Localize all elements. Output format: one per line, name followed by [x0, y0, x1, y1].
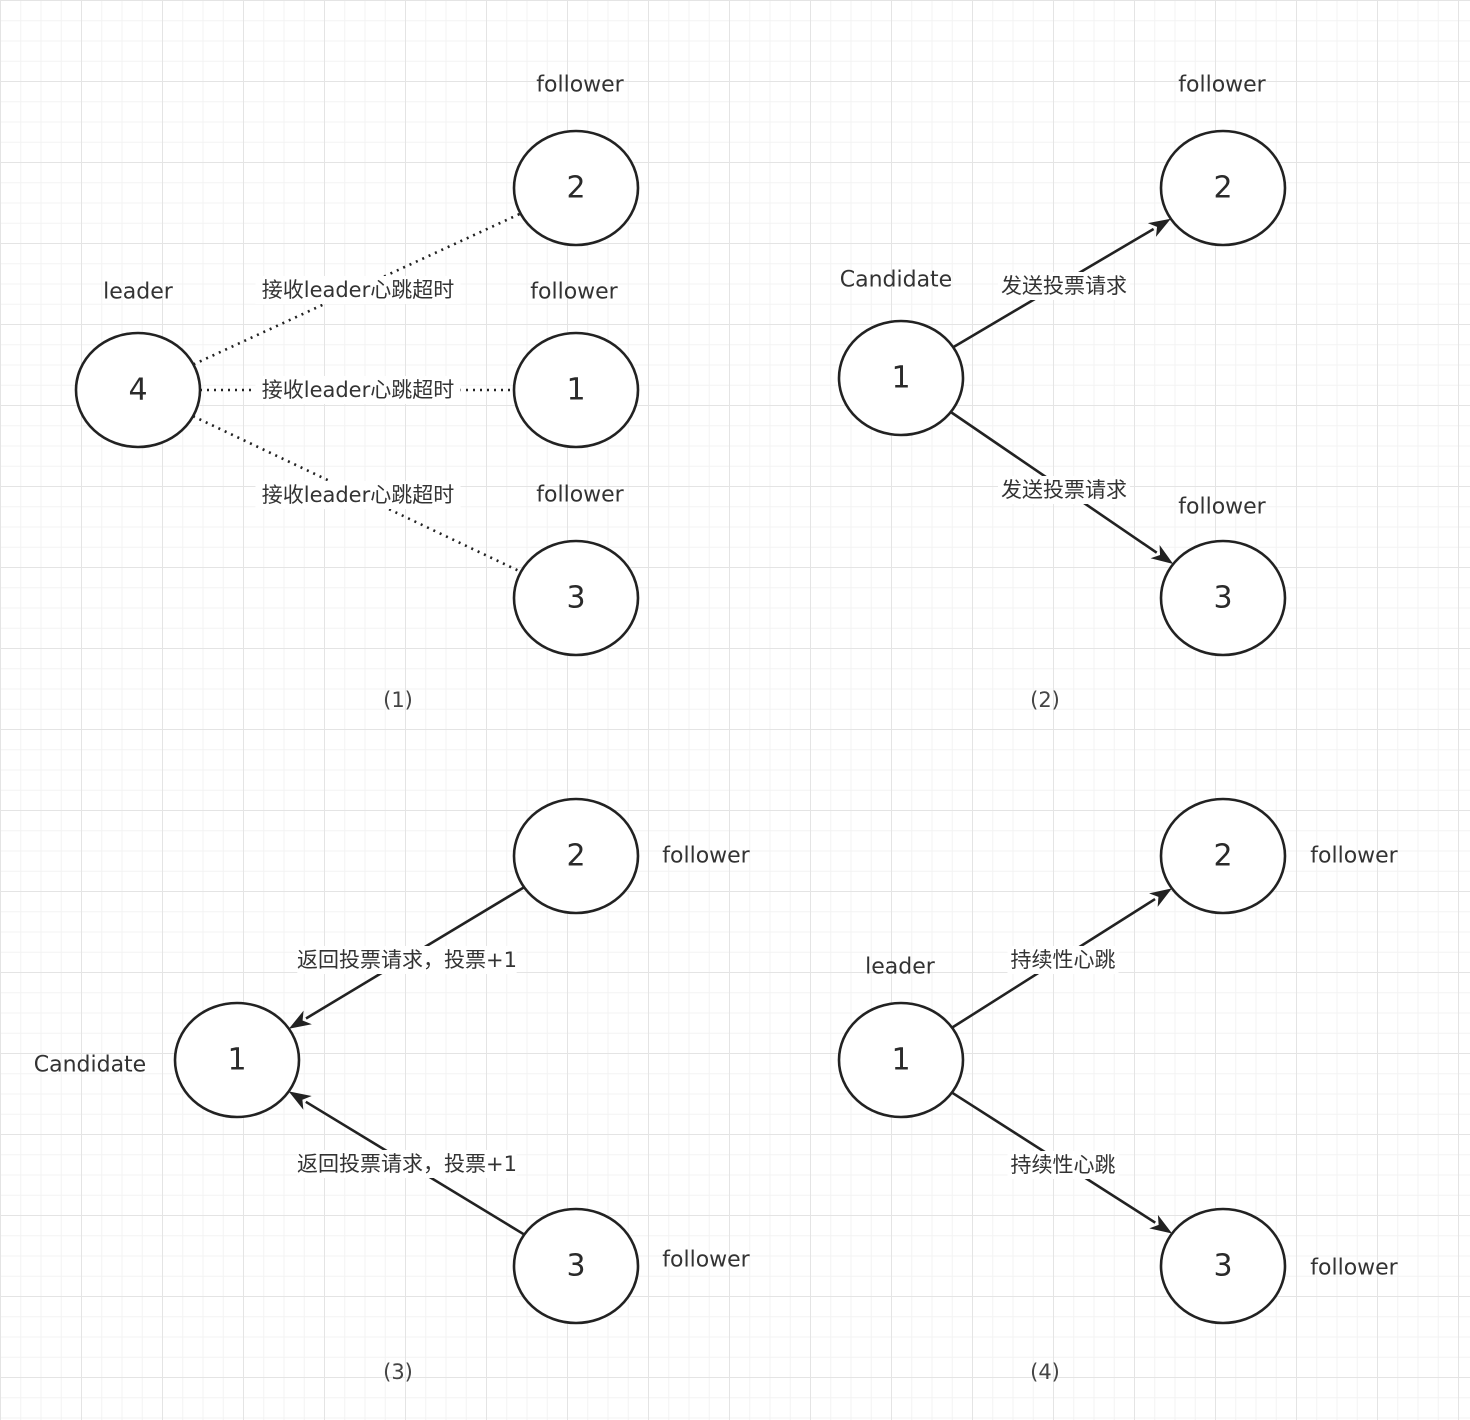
node-circle: [1159, 797, 1287, 915]
panel-3: 返回投票请求，投票+1 返回投票请求，投票+1 1 Candidate 2 followe…: [34, 797, 751, 1384]
node-3: 3 follower: [1159, 1207, 1399, 1325]
node-role-label: follower: [662, 1248, 750, 1273]
node-circle: [512, 539, 640, 657]
node-role-label: Candidate: [34, 1053, 146, 1078]
node-2: 2 follower: [512, 797, 751, 915]
node-circle: [1159, 539, 1287, 657]
node-number: 4: [128, 373, 147, 408]
panel-caption: (2): [1030, 688, 1060, 712]
node-3: 3 follower: [512, 483, 640, 657]
node-number: 1: [891, 361, 910, 396]
edge-label-background: [255, 376, 461, 404]
node-1: 1 Candidate: [837, 268, 965, 437]
node-circle: [1159, 1207, 1287, 1325]
node-circle: [512, 797, 640, 915]
arrowhead-icon: [1149, 1214, 1173, 1234]
arrowhead-icon: [1150, 544, 1174, 565]
arrowhead-icon: [288, 1091, 312, 1110]
node-3: 3 follower: [512, 1207, 751, 1325]
node-role-label: follower: [662, 844, 750, 869]
node-role-label: follower: [530, 280, 618, 305]
node-role-label: leader: [865, 955, 936, 980]
edge-2-to-1: 返回投票请求，投票+1: [288, 886, 525, 1029]
edge-1-to-2: 发送投票请求: [952, 218, 1171, 349]
edge-3-to-1: 返回投票请求，投票+1: [288, 1091, 525, 1236]
node-circle: [74, 331, 202, 449]
node-4: 4 leader: [74, 280, 202, 449]
node-number: 2: [1213, 839, 1232, 874]
node-1: 1 leader: [837, 955, 965, 1119]
edge-label-background: [297, 1150, 517, 1178]
node-1: 1 follower: [512, 280, 640, 449]
node-number: 3: [1213, 581, 1232, 616]
edge-label: 返回投票请求，投票+1: [297, 948, 517, 972]
node-3: 3 follower: [1159, 495, 1287, 657]
edge-label-background: [1007, 946, 1119, 974]
node-number: 1: [891, 1043, 910, 1078]
edge-label: 接收leader心跳超时: [262, 483, 455, 507]
node-circle: [512, 1207, 640, 1325]
dotted-connector: [192, 414, 522, 574]
node-role-label: follower: [1310, 844, 1398, 869]
node-role-label: follower: [1310, 1256, 1398, 1281]
node-number: 2: [1213, 171, 1232, 206]
node-circle: [837, 1001, 965, 1119]
node-role-label: follower: [1178, 495, 1266, 520]
edge-label-background: [297, 946, 517, 974]
node-circle: [837, 319, 965, 437]
edge-1-to-2: 持续性心跳: [951, 888, 1172, 1029]
edge-label-background: [255, 276, 461, 304]
edge-1-to-3: 持续性心跳: [951, 1091, 1173, 1234]
node-number: 1: [227, 1043, 246, 1078]
node-number: 1: [566, 373, 585, 408]
edge-label: 接收leader心跳超时: [262, 278, 455, 302]
edge-1-to-3: 发送投票请求: [950, 410, 1174, 565]
node-circle: [512, 129, 640, 247]
node-2: 2 follower: [512, 73, 640, 247]
node-circle: [512, 331, 640, 449]
edge-label-background: [998, 272, 1130, 300]
edge-4-to-1: 接收leader心跳超时: [200, 376, 514, 404]
arrowhead-icon: [1147, 218, 1171, 237]
node-circle: [1159, 129, 1287, 247]
panel-caption: (4): [1030, 1360, 1060, 1384]
edge-label-background: [1007, 1151, 1119, 1179]
node-role-label: Candidate: [840, 268, 952, 293]
edge-label: 发送投票请求: [1001, 478, 1127, 502]
node-2: 2 follower: [1159, 73, 1287, 247]
edge-label: 返回投票请求，投票+1: [297, 1152, 517, 1176]
edge-label: 发送投票请求: [1001, 274, 1127, 298]
edge-label: 持续性心跳: [1011, 1153, 1116, 1177]
node-role-label: follower: [536, 73, 624, 98]
edge-4-to-3: 接收leader心跳超时: [192, 414, 522, 574]
node-2: 2 follower: [1159, 797, 1399, 915]
node-number: 3: [1213, 1249, 1232, 1284]
arrowhead-icon: [288, 1010, 312, 1029]
edge-label: 持续性心跳: [1011, 948, 1116, 972]
node-role-label: follower: [536, 483, 624, 508]
edge-label-background: [255, 481, 461, 509]
panel-caption: (3): [383, 1360, 413, 1384]
node-1: 1 Candidate: [34, 1001, 301, 1119]
edge-label: 接收leader心跳超时: [262, 378, 455, 402]
arrowhead-icon: [1149, 888, 1172, 907]
node-number: 2: [566, 171, 585, 206]
node-circle: [173, 1001, 301, 1119]
node-role-label: follower: [1178, 73, 1266, 98]
node-number: 3: [566, 1249, 585, 1284]
panel-caption: (1): [383, 688, 413, 712]
node-number: 3: [566, 581, 585, 616]
node-number: 2: [566, 839, 585, 874]
node-role-label: leader: [103, 280, 174, 305]
edge-4-to-2: 接收leader心跳超时: [192, 212, 522, 366]
edge-label-background: [998, 476, 1130, 504]
